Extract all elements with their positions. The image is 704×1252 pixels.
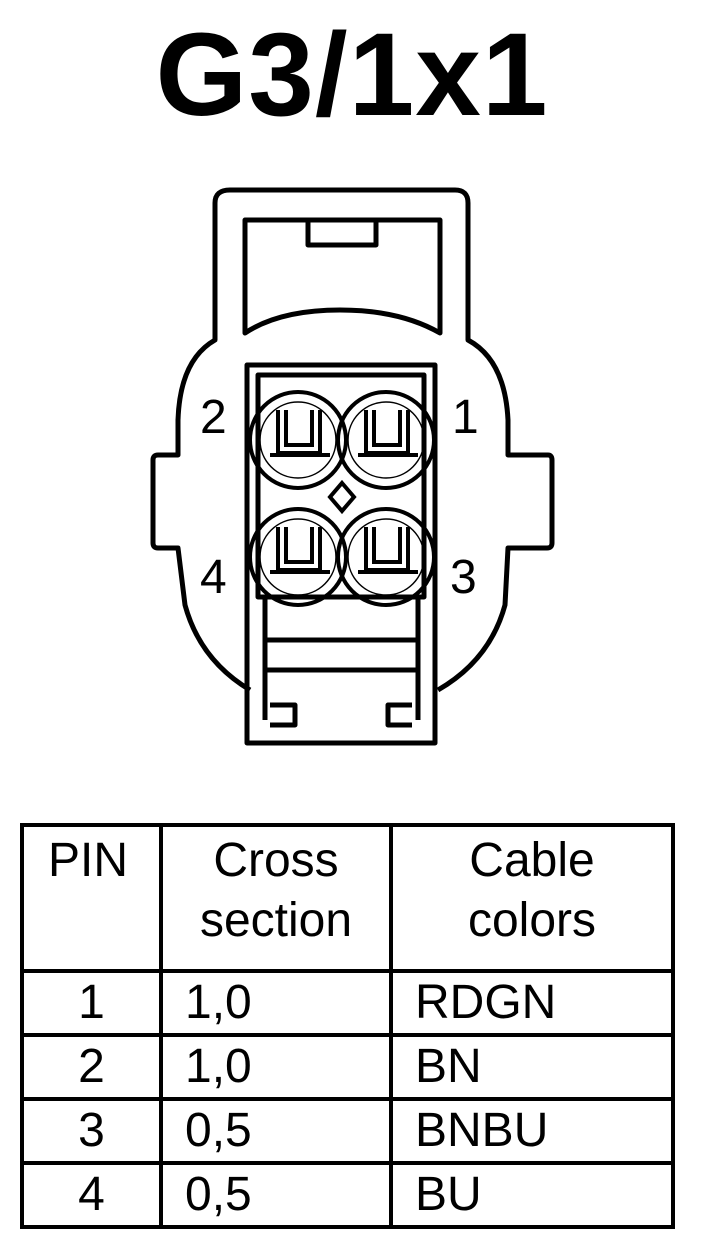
diagram-title: G3/1x1 xyxy=(155,9,549,141)
cell-cross-section: 0,5 xyxy=(159,1097,393,1165)
cell-pin: 4 xyxy=(20,1161,163,1229)
table-row: 1 1,0 RDGN xyxy=(20,969,675,1037)
cell-cross-section: 1,0 xyxy=(159,969,393,1037)
cell-pin: 3 xyxy=(20,1097,163,1165)
latch-outline xyxy=(242,217,443,336)
cell-cable-color: RDGN xyxy=(389,969,675,1037)
cell-pin: 1 xyxy=(20,969,163,1037)
chamber-3 xyxy=(336,507,436,607)
table-row: 2 1,0 BN xyxy=(20,1033,675,1101)
cell-cable-color: BN xyxy=(389,1033,675,1101)
pin-table: PIN Cross section Cable colors 1 1,0 RDG… xyxy=(20,823,675,1229)
header-pin: PIN xyxy=(20,823,163,973)
header-cable-colors: Cable colors xyxy=(389,823,675,973)
chamber-4 xyxy=(248,507,348,607)
cell-cable-color: BU xyxy=(389,1161,675,1229)
pin-label-1: 1 xyxy=(452,391,479,444)
cell-cross-section: 0,5 xyxy=(159,1161,393,1229)
latch-tab xyxy=(305,217,379,248)
cell-cross-section: 1,0 xyxy=(159,1033,393,1101)
keying-diamond xyxy=(327,479,357,515)
table-header-row: PIN Cross section Cable colors xyxy=(20,823,675,973)
connector-drawing: 2 1 4 3 xyxy=(150,187,555,746)
chamber-2 xyxy=(248,390,348,490)
table-row: 3 0,5 BNBU xyxy=(20,1097,675,1165)
table-row: 4 0,5 BU xyxy=(20,1161,675,1229)
terminal-3 xyxy=(358,527,418,574)
header-cross-section: Cross section xyxy=(159,823,393,973)
connector-housing-outline xyxy=(150,187,555,693)
terminal-2 xyxy=(270,410,330,457)
chamber-1 xyxy=(336,390,436,490)
pin-label-4: 4 xyxy=(200,551,227,604)
terminal-4 xyxy=(270,527,330,574)
cell-cable-color: BNBU xyxy=(389,1097,675,1165)
terminal-1 xyxy=(358,410,418,457)
cell-pin: 2 xyxy=(20,1033,163,1101)
inner-frame xyxy=(255,372,427,600)
pin-label-3: 3 xyxy=(450,551,477,604)
pin-label-2: 2 xyxy=(200,391,227,444)
